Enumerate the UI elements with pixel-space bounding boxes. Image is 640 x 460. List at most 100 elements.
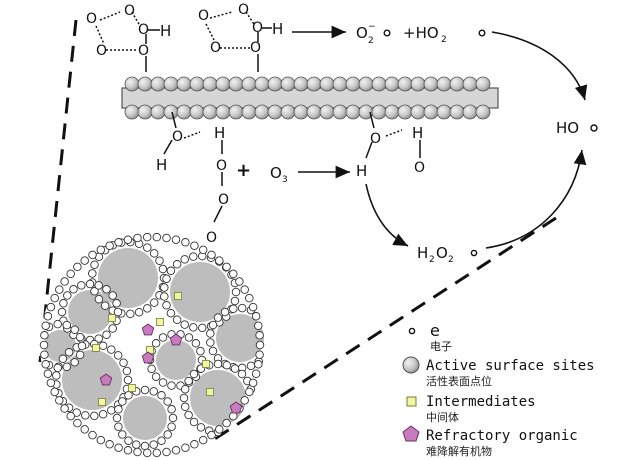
intermediate-marker (128, 384, 136, 392)
active-site-bead (222, 262, 231, 272)
active-site-bead (124, 391, 133, 400)
active-site-bead (105, 440, 114, 449)
active-site-sphere (228, 76, 244, 92)
catalyst-surface (121, 76, 499, 120)
active-site-bead (70, 325, 79, 334)
active-site-sphere (241, 104, 257, 120)
active-site-sphere (202, 76, 218, 92)
refractory-organic-marker (229, 401, 243, 414)
active-site-bead (53, 363, 62, 373)
active-site-bead (40, 350, 49, 359)
atom-o: O (218, 192, 229, 208)
atom-h: H (160, 22, 171, 40)
active-site-sphere (436, 104, 452, 120)
active-site-bead (113, 307, 123, 317)
active-site-bead (40, 331, 49, 340)
active-site-bead (133, 233, 142, 243)
active-site-bead (171, 235, 181, 244)
active-site-bead (50, 293, 59, 303)
active-site-bead (149, 387, 158, 396)
active-site-bead (55, 285, 64, 294)
atom-h: H (272, 20, 283, 38)
porous-catalyst-particle (39, 232, 265, 458)
active-site-bead (102, 330, 111, 339)
active-site-bead (208, 320, 218, 330)
active-site-bead (88, 269, 97, 278)
active-site-bead (163, 430, 172, 439)
active-site-bead (237, 303, 247, 313)
active-site-bead (114, 405, 123, 414)
active-site-bead (222, 418, 231, 428)
active-site-bead (60, 277, 69, 286)
active-site-bead (172, 315, 182, 324)
atom-o: O (216, 158, 227, 174)
atom-o: O (414, 160, 425, 176)
active-site-bead (240, 285, 249, 294)
pore-region (156, 340, 196, 380)
active-site-bead (96, 245, 106, 255)
active-site-bead (57, 307, 67, 317)
active-site-bead (162, 447, 171, 457)
active-site-sphere (267, 76, 283, 92)
atom-h: H (156, 156, 167, 174)
active-site-bead (162, 233, 171, 243)
active-site-sphere (176, 104, 192, 120)
active-site-bead (215, 425, 224, 434)
pore-region (170, 262, 230, 322)
active-site-bead (190, 241, 199, 250)
active-site-sphere (319, 104, 335, 120)
active-site-sphere (124, 104, 140, 120)
legend-electron-symbol (408, 327, 416, 335)
active-site-bead (88, 250, 97, 260)
active-site-bead (118, 430, 127, 439)
active-site-bead (140, 385, 150, 395)
active-site-bead (73, 262, 82, 272)
active-site-bead (149, 440, 158, 449)
active-site-bead (222, 360, 232, 370)
active-site-bead (69, 285, 78, 294)
active-site-bead (98, 409, 108, 419)
active-site-sphere (358, 76, 374, 92)
active-site-bead (88, 430, 97, 440)
active-site-bead (163, 397, 172, 406)
active-site-bead (158, 333, 168, 342)
ozone-sub: 3 (282, 175, 288, 185)
active-site-sphere (293, 104, 309, 120)
active-site-bead (255, 340, 265, 350)
active-site-bead (102, 285, 111, 294)
active-site-bead (220, 307, 230, 317)
active-site-bead (114, 422, 123, 431)
active-site-bead (162, 301, 171, 310)
intermediate-marker (108, 314, 116, 322)
radical-dot (383, 29, 391, 37)
active-site-sphere (137, 104, 153, 120)
active-site-sphere (254, 104, 270, 120)
atom-o: O (198, 8, 209, 24)
active-site-sphere (293, 76, 309, 92)
active-site-sphere (124, 76, 140, 92)
active-site-bead (180, 384, 190, 394)
active-site-bead (119, 358, 128, 367)
legend-intermediate-cn: 中间体 (426, 410, 459, 424)
active-site-sphere (397, 104, 413, 120)
hydroxyl-radical-label: HO (556, 119, 579, 137)
active-site-bead (196, 423, 206, 432)
legend-active-site-label: Active surface sites (426, 358, 595, 374)
active-site-bead (208, 346, 218, 356)
active-site-bead (151, 339, 161, 348)
active-site-bead (206, 338, 215, 347)
active-site-bead (255, 350, 264, 359)
active-site-sphere (384, 76, 400, 92)
active-site-bead (167, 422, 176, 431)
superoxide-charge: − (368, 22, 376, 32)
active-site-bead (246, 361, 256, 371)
active-site-bead (189, 369, 199, 379)
active-site-bead (58, 354, 68, 364)
active-site-bead (66, 411, 75, 421)
active-site-bead (207, 250, 216, 260)
active-site-bead (126, 309, 135, 319)
atom-o: O (86, 11, 97, 27)
active-site-sphere (228, 104, 244, 120)
active-site-bead (206, 329, 215, 338)
